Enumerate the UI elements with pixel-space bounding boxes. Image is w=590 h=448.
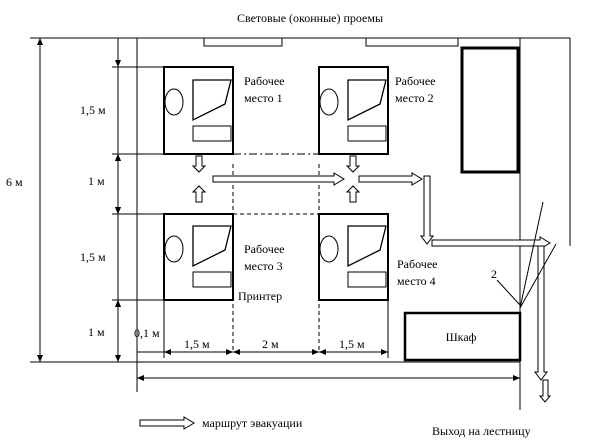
evac-arrow xyxy=(212,172,345,186)
dim-row1: 1,5 м xyxy=(80,103,106,117)
ws2-line1: Рабочее xyxy=(395,74,435,88)
door-number: 2 xyxy=(491,267,497,281)
monitor-icon xyxy=(347,79,387,122)
monitor-icon xyxy=(192,225,232,268)
window-left xyxy=(203,37,283,47)
evac-arrow xyxy=(191,185,207,203)
monitor-icon xyxy=(192,79,232,122)
chair-icon xyxy=(319,235,339,263)
exit-label: Выход на лестницу xyxy=(432,424,531,438)
workstation-1 xyxy=(163,66,234,155)
dim-total-height: 6 м xyxy=(6,175,23,189)
ws3-line1: Рабочее xyxy=(244,242,284,256)
keyboard-icon xyxy=(347,125,387,142)
keyboard-icon xyxy=(192,125,232,142)
ws4-line2: место 4 xyxy=(397,274,436,288)
legend-arrow-icon xyxy=(139,416,195,430)
dim-bottom: 1 м xyxy=(88,325,105,339)
ws4-line1: Рабочее xyxy=(397,257,437,271)
cabinet-label: Шкаф xyxy=(446,330,477,344)
evac-arrow xyxy=(345,185,361,203)
horizontal-dimensions xyxy=(137,300,520,381)
tall-cabinet xyxy=(460,46,520,174)
keyboard-icon xyxy=(347,271,387,288)
window-right xyxy=(365,37,459,47)
evacuation-arrows xyxy=(191,155,552,403)
ws1-line2: место 1 xyxy=(244,91,283,105)
evac-arrow xyxy=(431,236,551,250)
legend-label: маршрут эвакуации xyxy=(202,416,303,430)
cabinet-shkaf: Шкаф xyxy=(403,311,522,362)
evac-arrow xyxy=(358,172,423,186)
workstation-3 xyxy=(163,213,234,301)
workstation-4 xyxy=(318,213,389,301)
evac-arrow xyxy=(538,379,552,403)
evac-arrow xyxy=(345,155,361,173)
alignment-lines xyxy=(232,153,388,350)
chair-icon xyxy=(164,88,184,116)
legend: маршрут эвакуации xyxy=(139,416,303,430)
chair-icon xyxy=(164,235,184,263)
printer-label: Принтер xyxy=(238,289,282,303)
evac-arrow xyxy=(534,245,548,381)
ws3-line2: место 3 xyxy=(244,259,283,273)
monitor-icon xyxy=(347,225,387,268)
dim-between: 2 м xyxy=(262,337,279,351)
windows-title: Световые (оконные) проемы xyxy=(237,11,383,25)
keyboard-icon xyxy=(192,271,232,288)
dim-desk2: 1,5 м xyxy=(339,337,365,351)
ws2-line2: место 2 xyxy=(395,91,434,105)
evac-arrow xyxy=(191,155,207,173)
chair-icon xyxy=(319,88,339,116)
dim-wall-gap: 0,1 м xyxy=(134,326,160,340)
window-openings xyxy=(203,37,459,47)
ws1-line1: Рабочее xyxy=(244,74,284,88)
dim-row2: 1,5 м xyxy=(80,250,106,264)
evac-arrow xyxy=(420,175,434,245)
vertical-dimensions xyxy=(37,38,164,362)
workstation-2 xyxy=(318,66,389,155)
room-walls xyxy=(30,37,571,410)
door-swing xyxy=(496,201,557,309)
dim-desk1: 1,5 м xyxy=(184,337,210,351)
dim-aisle: 1 м xyxy=(88,174,105,188)
